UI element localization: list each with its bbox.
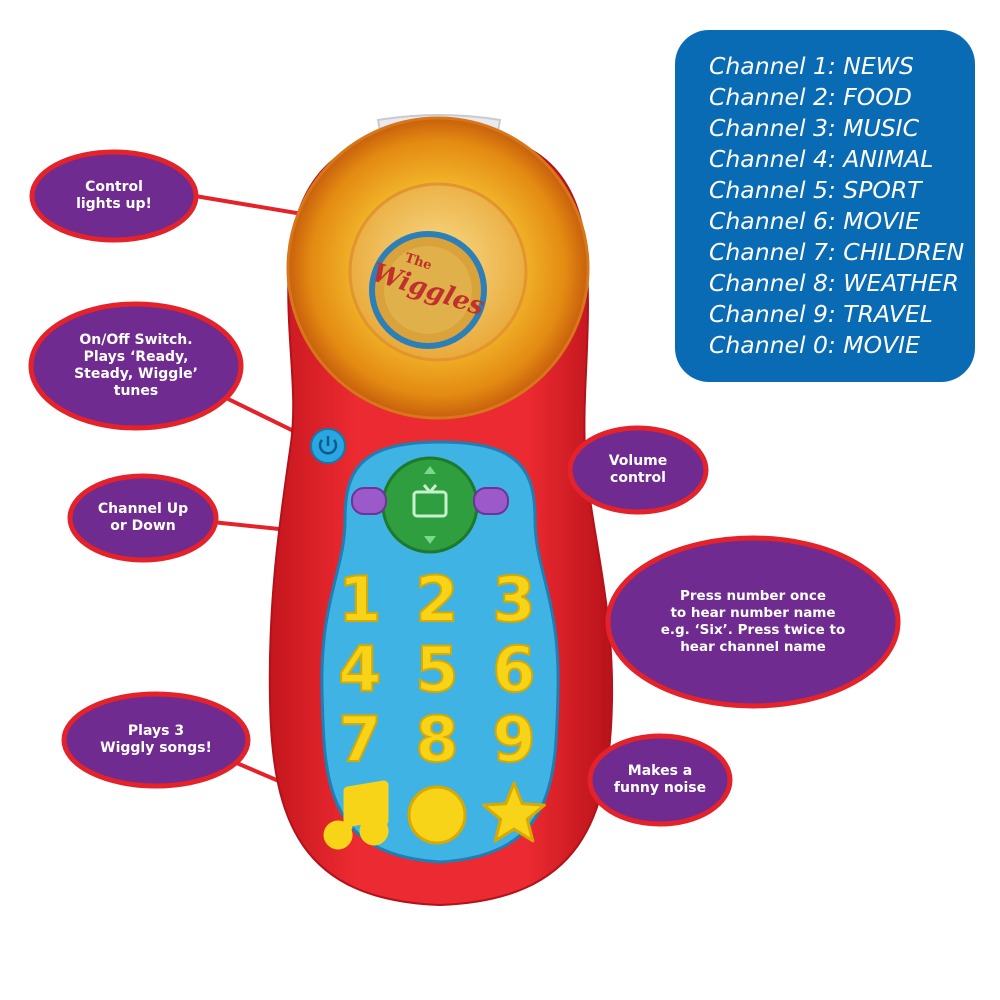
callout-light-bubble xyxy=(29,149,199,243)
key-label-5: 5 xyxy=(415,633,458,706)
key-label-9: 9 xyxy=(492,703,535,776)
key-9[interactable]: 9 xyxy=(491,702,536,777)
callout-power-line-1: On/Off Switch. xyxy=(79,332,193,348)
channel-line-7: Channel 7: CHILDREN xyxy=(709,238,965,266)
callout-channel-bubble xyxy=(67,473,219,563)
callout-noise-bubble xyxy=(587,733,733,827)
power-icon xyxy=(318,439,338,455)
tv-icon xyxy=(412,484,448,518)
channel-up-icon xyxy=(424,466,436,474)
callout-songs: Plays 3 Wiggly songs! xyxy=(76,706,236,774)
callout-light-line-2: lights up! xyxy=(76,196,152,212)
music-note-icon xyxy=(323,780,389,850)
wiggles-logo: Wiggles The xyxy=(368,231,488,349)
key-music-note[interactable] xyxy=(323,780,389,850)
channel-line-3: Channel 3: MUSIC xyxy=(709,114,920,142)
key-6[interactable]: 6 xyxy=(491,632,536,707)
callout-volume: Volume control xyxy=(578,436,698,504)
callout-songs-bubble xyxy=(61,691,251,789)
callout-songs-line-1: Plays 3 xyxy=(127,723,185,739)
volume-down-button[interactable] xyxy=(351,487,387,515)
callout-number-bubble xyxy=(605,535,901,709)
callout-number-line-3: e.g. ‘Six’. Press twice to xyxy=(660,622,846,638)
channel-line-1: Channel 1: NEWS xyxy=(709,52,914,80)
channel-down-icon xyxy=(424,536,436,544)
callout-songs-line-2: Wiggly songs! xyxy=(100,740,212,756)
key-0[interactable] xyxy=(407,785,467,845)
key-5[interactable]: 5 xyxy=(414,632,459,707)
callout-light-line-1: Control xyxy=(85,179,143,195)
callout-noise-line-1: Makes a xyxy=(627,763,693,779)
callout-number: Press number once to hear number name e.… xyxy=(630,570,876,674)
callout-power: On/Off Switch. Plays ‘Ready, Steady, Wig… xyxy=(46,314,226,418)
key-3[interactable]: 3 xyxy=(491,562,536,637)
callout-channel: Channel Up or Down xyxy=(78,484,208,552)
key-label-4: 4 xyxy=(338,633,381,706)
callout-power-line-3: Steady, Wiggle’ xyxy=(74,366,198,382)
key-7[interactable]: 7 xyxy=(337,702,382,777)
channel-line-8: Channel 8: WEATHER xyxy=(709,269,959,297)
callout-noise: Makes a funny noise xyxy=(598,746,722,814)
key-star[interactable] xyxy=(482,781,546,843)
key-8[interactable]: 8 xyxy=(414,702,459,777)
key-label-1: 1 xyxy=(338,563,381,636)
channel-list-panel: Channel 1: NEWS Channel 2: FOOD Channel … xyxy=(675,30,975,382)
channel-line-6: Channel 6: MOVIE xyxy=(709,207,920,235)
key-label-7: 7 xyxy=(338,703,381,776)
callout-power-line-4: tunes xyxy=(113,383,159,399)
callout-light: Control lights up! xyxy=(44,160,184,232)
callout-bubbles xyxy=(28,149,901,827)
callout-number-line-1: Press number once xyxy=(680,588,826,604)
callout-number-line-4: hear channel name xyxy=(680,639,826,655)
channel-line-4: Channel 4: ANIMAL xyxy=(709,145,934,173)
channel-line-9: Channel 9: TRAVEL xyxy=(709,300,933,328)
key-label-3: 3 xyxy=(492,563,535,636)
key-2[interactable]: 2 xyxy=(414,562,459,637)
callout-volume-line-2: control xyxy=(610,470,666,486)
star-icon xyxy=(482,781,546,843)
callout-power-bubble xyxy=(28,301,244,431)
channel-line-2: Channel 2: FOOD xyxy=(709,83,912,111)
callout-channel-line-1: Channel Up xyxy=(97,501,189,517)
key-1[interactable]: 1 xyxy=(337,562,382,637)
callout-power-line-2: Plays ‘Ready, xyxy=(83,349,189,365)
key-4[interactable]: 4 xyxy=(337,632,382,707)
key-label-2: 2 xyxy=(415,563,458,636)
callout-number-line-2: to hear number name xyxy=(670,605,836,621)
channel-line-5: Channel 5: SPORT xyxy=(709,176,922,204)
keypad-plate xyxy=(320,440,560,864)
volume-up-button[interactable] xyxy=(473,487,509,515)
channel-line-10: Channel 0: MOVIE xyxy=(709,331,920,359)
callout-volume-line-1: Volume xyxy=(608,453,668,469)
key-label-6: 6 xyxy=(492,633,535,706)
callout-channel-line-2: or Down xyxy=(110,518,176,534)
callout-noise-line-2: funny noise xyxy=(613,780,707,796)
callout-volume-bubble xyxy=(567,425,709,515)
key-label-8: 8 xyxy=(415,703,458,776)
